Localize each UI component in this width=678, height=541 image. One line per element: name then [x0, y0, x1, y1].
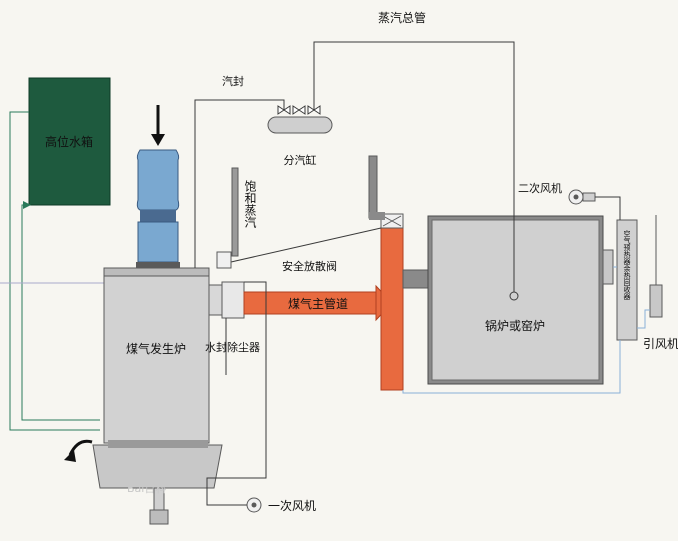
water-feed-arrow [21, 201, 31, 240]
induced-fan-label: 引风机 [643, 337, 678, 351]
drum-valve-2 [292, 105, 306, 115]
primary-fan: 一次风机 [246, 497, 316, 513]
process-lines [194, 41, 621, 506]
water-seal-dust-collector: 水封除尘器 [205, 281, 260, 375]
gas-main-label: 煤气主管道 [288, 296, 348, 311]
secondary-fan-hub [573, 194, 579, 200]
air-preheater: 空气预热器余热回收器 [616, 219, 638, 341]
water-return-line [9, 111, 100, 431]
gas-main-pipe: 煤气主管道 [243, 155, 429, 391]
boiler-or-kiln: 锅炉或窑炉 [427, 215, 614, 385]
hopper-base [136, 262, 180, 270]
flue-outlet [602, 249, 614, 285]
high-water-tank: 高位水箱 [28, 77, 111, 206]
coal-hopper [136, 105, 180, 270]
primary-fan-hub [251, 502, 257, 508]
hopper-lower [137, 221, 179, 263]
flue-to-fan-line [637, 309, 650, 329]
induced-fan: 引风机 [643, 215, 678, 351]
ash-discharge-arrow [68, 439, 93, 456]
coal-feed-arrow-head [151, 134, 165, 146]
steam-drum: 分汽缸 [267, 105, 333, 167]
sat-steam-pipe [231, 167, 239, 257]
generator-grate [108, 440, 208, 448]
watermark: Bai百科 [127, 481, 166, 495]
safety-valve-label: 安全放散阀 [282, 259, 337, 273]
steam-seal-label: 汽封 [222, 74, 244, 88]
air-inlet-valve [149, 509, 169, 525]
gas-vent-elbow [369, 212, 385, 220]
generator-label: 煤气发生炉 [126, 341, 186, 356]
sat-steam-valve [216, 251, 232, 269]
gas-main-valve-cross-2 [382, 215, 402, 227]
water-seal-label: 水封除尘器 [205, 340, 260, 354]
primary-fan-label: 一次风机 [268, 499, 316, 513]
steam-main-label: 蒸汽总管 [378, 10, 426, 25]
secondary-fan: 二次风机 [518, 181, 596, 205]
steam-main-line [313, 41, 515, 292]
water-lines [0, 111, 105, 431]
hopper-band [140, 210, 176, 222]
preheated-air-line [402, 340, 621, 394]
safety-valve-line [230, 227, 382, 263]
gas-main-vertical [380, 227, 404, 391]
secondary-fan-outlet [582, 192, 596, 202]
burner-nozzle [402, 269, 429, 289]
secondary-fan-label: 二次风机 [518, 181, 562, 195]
steam-seal-line [194, 99, 285, 268]
sat-steam-label: 饱和蒸汽 [243, 179, 257, 228]
boiler-label: 锅炉或窑炉 [485, 318, 545, 333]
generator-top-rim [103, 267, 210, 277]
steam-drum-label: 分汽缸 [284, 153, 317, 167]
water-tank-body [28, 77, 111, 206]
water-feed-line [21, 240, 100, 421]
ash-discharge-arrowhead [64, 450, 76, 462]
steam-drum-body [267, 116, 333, 134]
secondary-air-line [595, 196, 621, 220]
primary-air-line [206, 281, 267, 506]
hopper-upper [136, 149, 180, 211]
preheater-body [616, 219, 638, 341]
preheater-label: 空气预热器余热回收器 [623, 229, 631, 301]
gas-generator-furnace: 煤气发生炉 Bai百科 [64, 267, 223, 525]
air-lines [402, 266, 650, 394]
gas-vent-pipe [368, 155, 378, 219]
saturated-steam-riser: 饱和蒸汽 [216, 167, 257, 269]
induced-fan-body [649, 284, 663, 318]
dust-collector-body [221, 281, 245, 319]
water-tank-label: 高位水箱 [45, 134, 93, 149]
